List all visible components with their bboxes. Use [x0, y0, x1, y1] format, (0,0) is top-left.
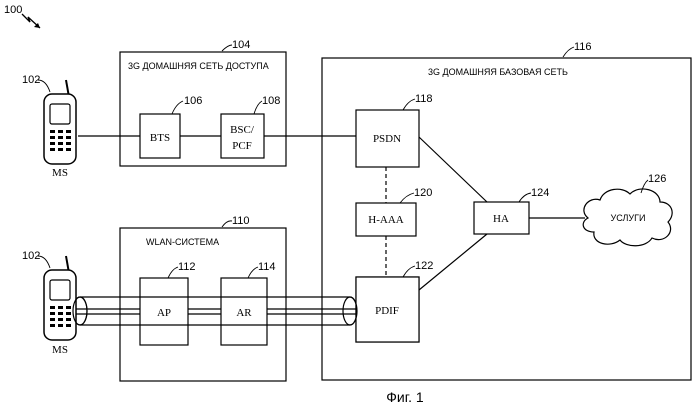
- bsc-ref: 108: [262, 95, 280, 107]
- figure-caption: Фиг. 1: [386, 389, 424, 405]
- haaa-ref: 120: [414, 187, 432, 199]
- pdif-label-front: PDIF: [375, 305, 399, 317]
- mobile-station-bottom: [44, 256, 76, 340]
- leader-118: [403, 99, 415, 110]
- psdn-label: PSDN: [373, 133, 401, 145]
- bts-label: BTS: [150, 132, 170, 144]
- bsc-label-line1: BSC/: [230, 124, 255, 136]
- tunnel-pipe: [70, 297, 357, 325]
- access-network-ref: 104: [232, 39, 250, 51]
- ha-ref: 124: [531, 187, 549, 199]
- figure-ref-100: 100: [4, 4, 22, 16]
- wlan-ref: 110: [232, 215, 250, 227]
- leader-116: [563, 47, 574, 57]
- leader-104: [222, 45, 232, 51]
- ap-ref: 112: [178, 261, 196, 273]
- leader-112: [168, 267, 178, 278]
- ms-bottom-ref: 102: [22, 250, 40, 262]
- ap-label: AP: [157, 307, 171, 319]
- ms-bottom-label: MS: [52, 344, 68, 356]
- bts-ref: 106: [184, 95, 202, 107]
- psdn-ref: 118: [415, 93, 433, 105]
- ha-label: HA: [493, 213, 509, 225]
- ms-top-label: MS: [52, 167, 68, 179]
- services-label: УСЛУГИ: [611, 213, 646, 223]
- leader-110: [222, 221, 232, 227]
- ar-label: AR: [236, 307, 252, 319]
- pdif-ref: 122: [415, 260, 433, 272]
- leader-108: [254, 101, 262, 114]
- leader-124: [519, 193, 531, 202]
- core-network-title: 3G ДОМАШНЯЯ БАЗОВАЯ СЕТЬ: [428, 67, 568, 77]
- bsc-label-line2: PCF: [232, 140, 252, 152]
- services-ref: 126: [648, 173, 666, 185]
- haaa-label: H-AAA: [368, 214, 403, 226]
- ms-top-ref: 102: [22, 74, 40, 86]
- leader-114: [248, 267, 258, 278]
- wlan-title: WLAN-СИСТЕМА: [146, 237, 219, 247]
- mobile-station-top: [44, 80, 76, 164]
- leader-106: [172, 101, 183, 114]
- access-network-title: 3G ДОМАШНЯЯ СЕТЬ ДОСТУПА: [128, 61, 269, 71]
- leader-120: [400, 193, 414, 203]
- leader-122: [403, 266, 415, 277]
- core-network-ref: 116: [574, 41, 592, 53]
- ar-ref: 114: [258, 261, 276, 273]
